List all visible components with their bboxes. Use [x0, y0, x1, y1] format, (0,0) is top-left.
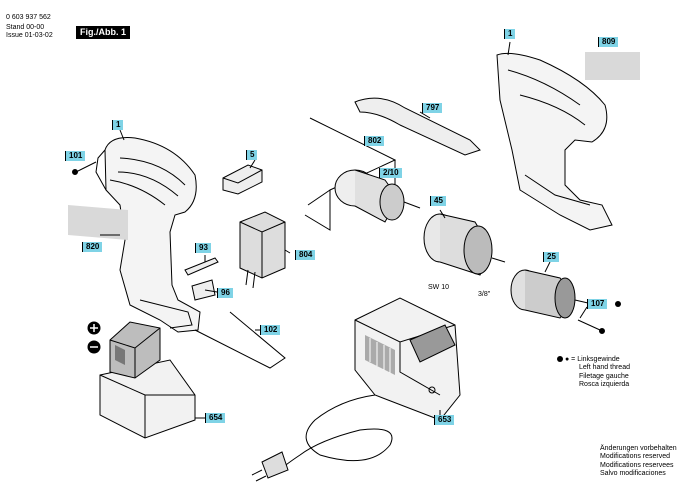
- callout-5: 5: [246, 150, 258, 160]
- note-en: Modifications reserved: [600, 453, 671, 461]
- callout-1-left: 1: [112, 120, 124, 130]
- callout-45: 45: [430, 196, 446, 206]
- gearbox-45: [423, 213, 506, 276]
- note-de: Änderungen vorbehalten: [600, 445, 677, 452]
- callout-1-right: 1: [504, 29, 516, 39]
- stand-line: Stand 00-00: [6, 24, 44, 32]
- callout-802: 802: [364, 136, 385, 146]
- battery-pack: [87, 321, 196, 439]
- part-number: 0 603 937 562: [6, 14, 51, 21]
- callout-25: 25: [543, 252, 559, 262]
- part-96: [191, 279, 216, 301]
- issue-line: Issue 01-03-02: [6, 32, 53, 40]
- note-fr: Modifications reservees: [600, 461, 674, 469]
- power-cord: [251, 394, 393, 482]
- legend-line-0: ● = Linksgewinde: [565, 356, 620, 363]
- strap-797: [354, 97, 481, 156]
- legend: ● = Linksgewinde Left hand thread Fileta…: [565, 356, 630, 390]
- callout-2-10: 2/10: [379, 168, 402, 178]
- legend-marker: ● =: [565, 356, 576, 363]
- housing-right: [496, 52, 613, 231]
- callout-96: 96: [217, 288, 233, 298]
- stand-value: 00-00: [26, 24, 45, 31]
- callout-101: 101: [65, 151, 86, 161]
- screw-107: [577, 319, 605, 334]
- callout-102: 102: [260, 325, 281, 335]
- modification-notes: Änderungen vorbehalten Modifications res…: [600, 445, 677, 479]
- dot-107: [615, 301, 621, 307]
- legend-dot: [557, 356, 563, 362]
- callout-809: 809: [598, 37, 619, 47]
- motor: [334, 169, 421, 223]
- callout-653: 653: [434, 415, 455, 425]
- callout-820: 820: [82, 242, 103, 252]
- callout-654: 654: [205, 413, 226, 423]
- switch-804: [239, 211, 286, 289]
- figure-label: Fig./Abb. 1: [76, 26, 130, 39]
- legend-line-3: Rosca izquierda: [579, 381, 630, 389]
- callout-797: 797: [422, 103, 443, 113]
- charger: [354, 297, 461, 421]
- legend-line-2: Filetage gauche: [579, 372, 629, 380]
- issue-value: 01-03-02: [24, 32, 53, 39]
- wire-102: [194, 311, 286, 369]
- label-sw10: SW 10: [428, 284, 450, 291]
- label-820: [68, 205, 128, 240]
- part-93: [184, 257, 219, 276]
- label-thread: 3/8": [478, 291, 491, 298]
- housing-left: [95, 137, 201, 333]
- issue-label: Issue: [6, 32, 23, 39]
- stand-label: Stand: [6, 24, 25, 31]
- callout-93: 93: [195, 243, 211, 253]
- screw-101: [72, 161, 97, 175]
- chuck-25: [510, 269, 589, 319]
- callout-107: 107: [587, 299, 608, 309]
- label-809: [585, 52, 640, 80]
- note-es: Salvo modificaciones: [600, 470, 666, 478]
- legend-line-1: Left hand thread: [579, 364, 630, 372]
- callout-804: 804: [295, 250, 316, 260]
- part-5: [222, 164, 263, 195]
